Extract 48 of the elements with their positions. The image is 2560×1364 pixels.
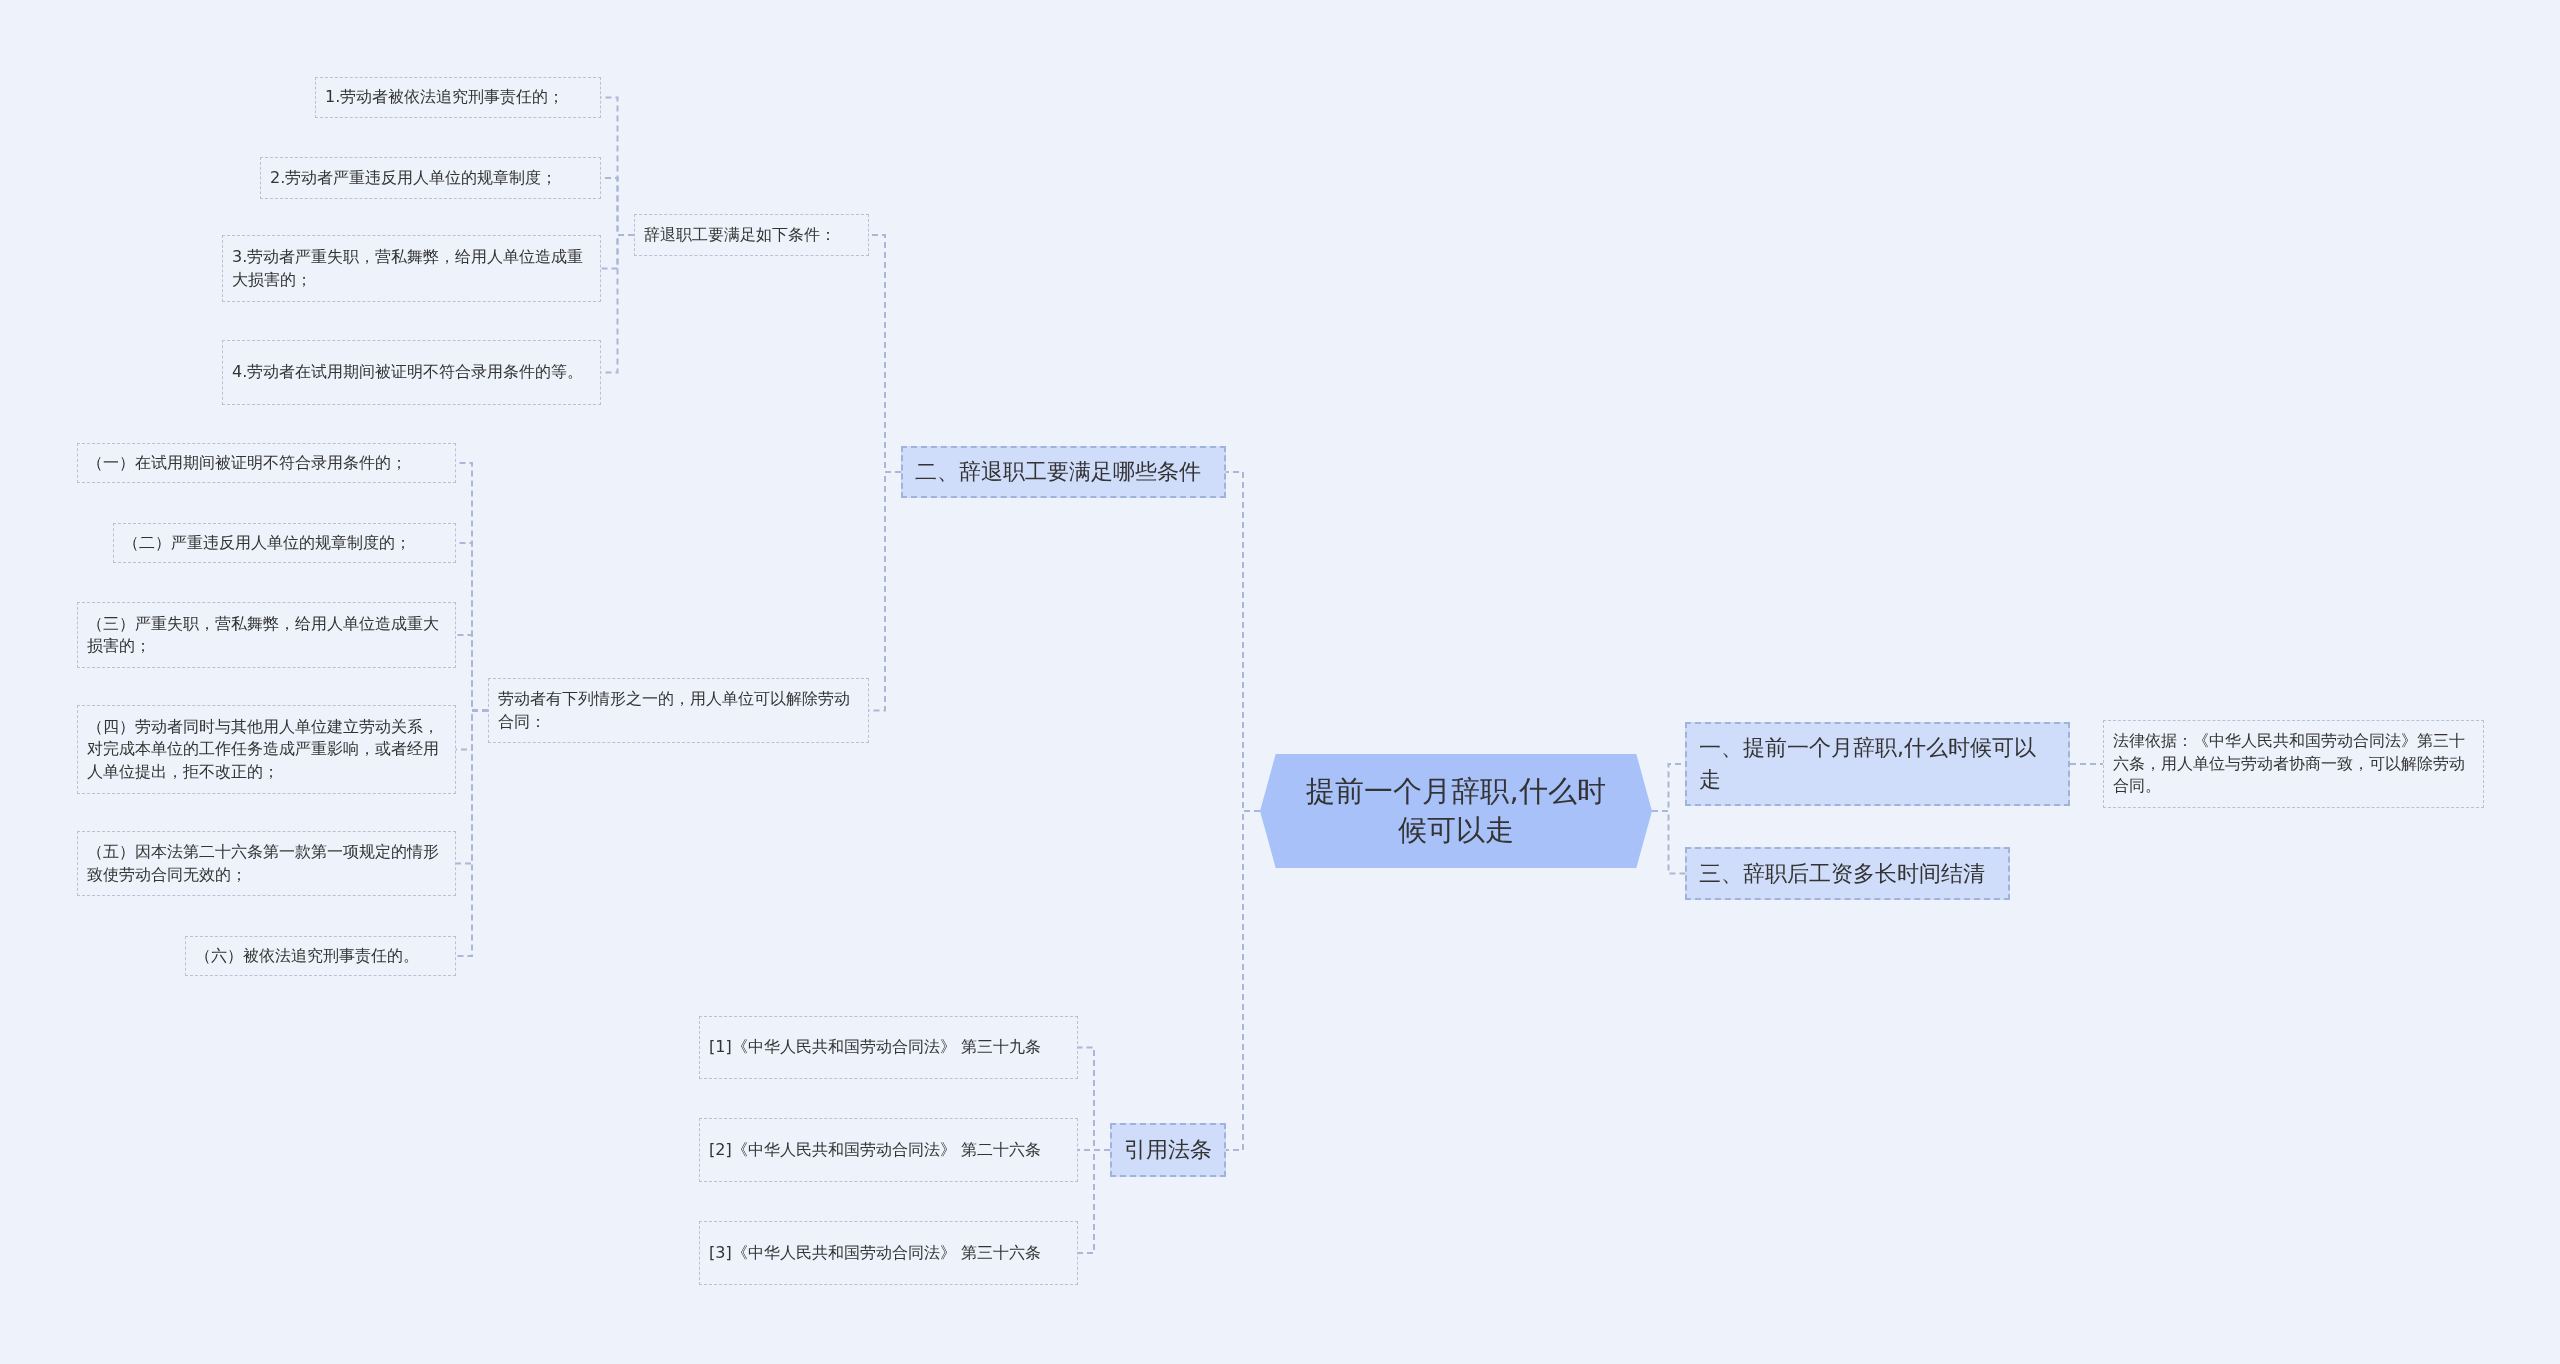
node-text: 劳动者有下列情形之一的，用人单位可以解除劳动合同：	[498, 688, 851, 733]
node-text: 二、辞退职工要满足哪些条件	[915, 458, 1201, 487]
node-text: （四）劳动者同时与其他用人单位建立劳动关系，对完成本单位的工作任务造成严重影响，或者经用人单位提出，拒不改正的；	[87, 715, 440, 783]
note-box	[113, 523, 456, 563]
node-text: （二）严重违反用人单位的规章制度的；	[123, 531, 411, 554]
note-box	[2103, 720, 2484, 808]
node-text: （三）严重失职，营私舞弊，给用人单位造成重大损害的；	[87, 612, 440, 657]
note-box	[260, 157, 601, 199]
note-box	[699, 1016, 1078, 1079]
note-box	[634, 214, 869, 256]
connector-line	[455, 709, 489, 957]
node-text: （六）被依法追究刑事责任的。	[195, 944, 419, 967]
topic-box	[1110, 1123, 1226, 1177]
note-box	[77, 831, 456, 896]
node-text: 1.劳动者被依法追究刑事责任的；	[325, 86, 565, 109]
node-text: [3]《中华人民共和国劳动合同法》 第三十六条	[709, 1241, 1041, 1264]
note-box	[222, 340, 601, 405]
topic-box	[901, 446, 1226, 498]
note-box	[488, 678, 869, 743]
connector-line	[868, 471, 902, 712]
node-text: 3.劳动者严重失职，营私舞弊，给用人单位造成重大损害的；	[232, 246, 585, 291]
note-box	[222, 235, 601, 302]
node-text: 引用法条	[1124, 1136, 1212, 1165]
node-text: 提前一个月辞职,什么时候可以走	[1305, 772, 1607, 849]
topic-box	[1685, 847, 2010, 900]
node-text: 三、辞职后工资多长时间结清	[1699, 859, 1985, 888]
node-text: 4.劳动者在试用期间被证明不符合录用条件的等。	[232, 361, 584, 384]
connector-line	[1651, 810, 1686, 875]
note-box	[315, 77, 601, 118]
note-box	[77, 443, 456, 483]
node-text: （一）在试用期间被证明不符合录用条件的；	[87, 451, 407, 474]
note-box	[77, 602, 456, 668]
note-box	[77, 705, 456, 794]
note-box	[699, 1118, 1078, 1182]
node-text: [1]《中华人民共和国劳动合同法》 第三十九条	[709, 1036, 1041, 1059]
note-box	[699, 1221, 1078, 1285]
node-text: 一、提前一个月辞职,什么时候可以走	[1699, 734, 2037, 794]
connector-line	[1225, 810, 1261, 1151]
node-text: 2.劳动者严重违反用人单位的规章制度；	[270, 166, 558, 189]
note-box	[185, 936, 456, 976]
connector-line	[600, 234, 635, 374]
node-text: [2]《中华人民共和国劳动合同法》 第二十六条	[709, 1138, 1041, 1161]
topic-box	[1685, 722, 2070, 806]
node-text: （五）因本法第二十六条第一款第一项规定的情形致使劳动合同无效的；	[87, 841, 440, 886]
node-text: 辞退职工要满足如下条件：	[644, 223, 836, 246]
connector-line	[2069, 763, 2104, 765]
node-text: 法律依据：《中华人民共和国劳动合同法》第三十六条，用人单位与劳动者协商一致，可以解除劳动合同。	[2113, 730, 2466, 798]
connector-line	[1077, 1149, 1111, 1254]
